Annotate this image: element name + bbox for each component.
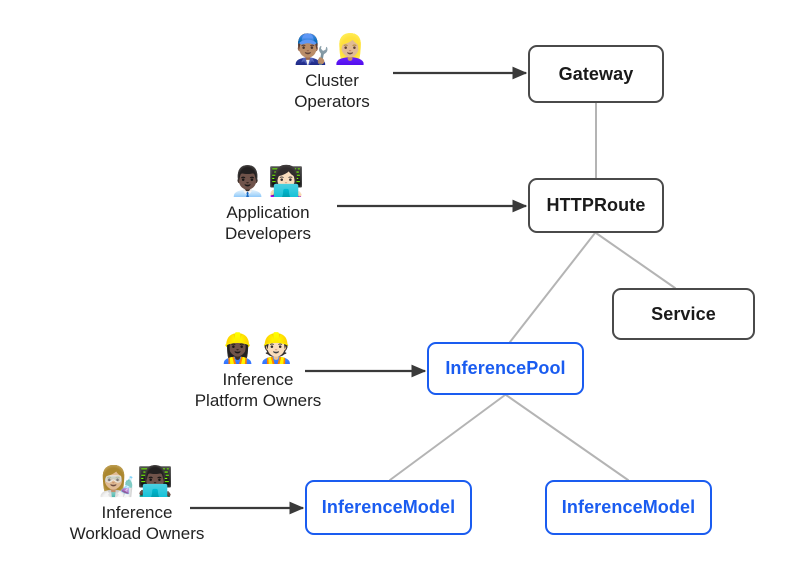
connector-inferencepool-to-inferencemodel-left: [389, 394, 506, 481]
node-service[interactable]: Service: [612, 288, 755, 340]
node-label-service: Service: [651, 303, 716, 324]
node-label-httproute: HTTPRoute: [546, 195, 646, 215]
persona-label-inference-platform-owners-line2: Platform Owners: [194, 391, 322, 410]
office-worker-technologist-pair-icon: 👨🏿‍💼👩🏻‍💻: [229, 166, 307, 198]
persona-label-inference-platform-owners-line1: Inference: [222, 370, 294, 389]
node-label-inferencepool: InferencePool: [445, 358, 566, 378]
node-inferencemodel-left[interactable]: InferenceModel: [305, 480, 472, 535]
persona-label-cluster-operators-line2: Operators: [294, 92, 370, 111]
persona-label-application-developers-line2: Developers: [225, 224, 311, 243]
node-inferencepool[interactable]: InferencePool: [427, 342, 584, 395]
node-label-inferencemodel-left: InferenceModel: [321, 497, 456, 517]
node-label-gateway: Gateway: [558, 63, 634, 84]
persona-arrow-lines: [190, 66, 528, 515]
persona-label-inference-workload-owners-line2: Workload Owners: [69, 524, 205, 543]
node-gateway[interactable]: Gateway: [528, 45, 664, 103]
connector-httproute-to-inferencepool: [509, 232, 596, 343]
node-inferencemodel-right[interactable]: InferenceModel: [545, 480, 712, 535]
persona-label-inference-workload-owners-line1: Inference: [101, 503, 173, 522]
mechanic-pair-icon: 👨🏽‍🔧👱🏼‍♀️: [293, 34, 371, 66]
connector-inferencepool-to-inferencemodel-right: [505, 394, 629, 481]
persona-label-application-developers-line1: Application: [226, 203, 310, 222]
node-httproute[interactable]: HTTPRoute: [528, 178, 664, 233]
construction-worker-pair-icon: 👷🏿‍♀️👷🏻: [219, 333, 297, 365]
node-label-inferencemodel-right: InferenceModel: [561, 497, 696, 517]
connector-httproute-to-service: [595, 232, 676, 289]
persona-label-cluster-operators-line1: Cluster: [305, 71, 359, 90]
resource-link-lines: [389, 102, 676, 481]
scientist-technologist-pair-icon: 👩🏼‍🔬👨🏿‍💻: [98, 466, 176, 498]
